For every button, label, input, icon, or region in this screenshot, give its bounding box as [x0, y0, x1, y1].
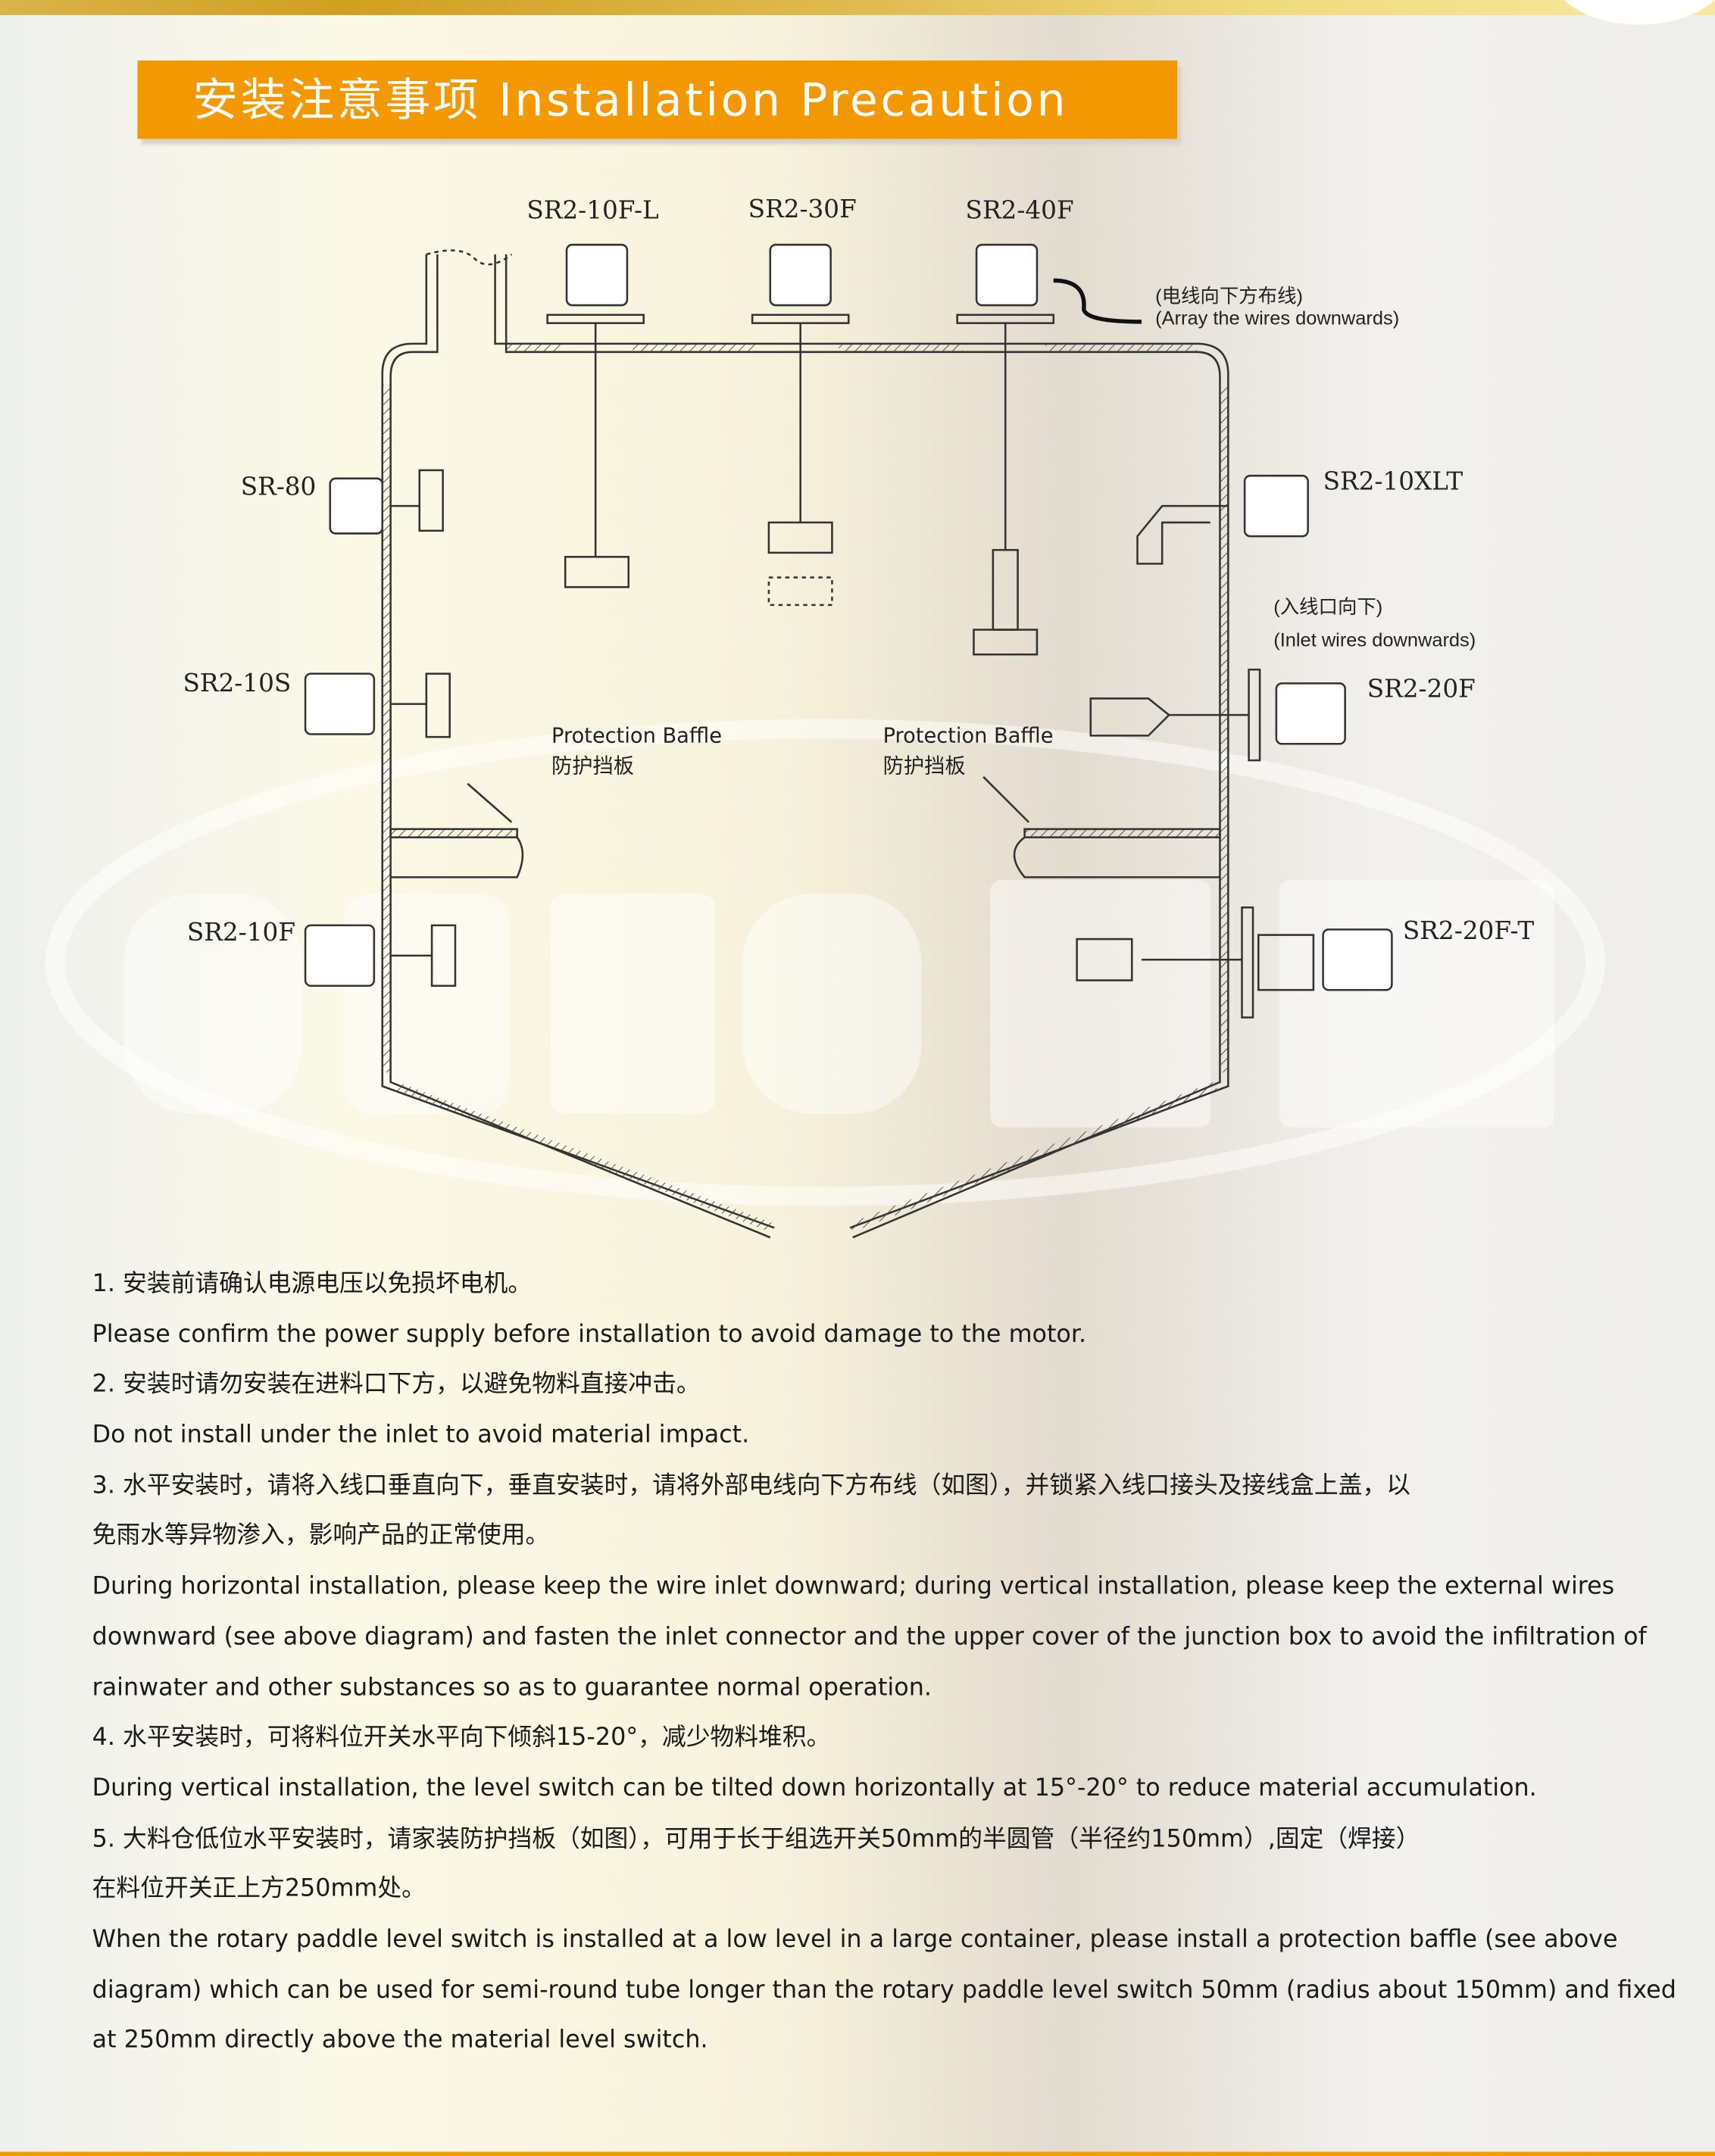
label-sr2-10xlt: SR2-10XLT	[1323, 467, 1464, 497]
note-inlet-en: (Inlet wires downwards)	[1273, 628, 1476, 651]
device-sr2-10xlt	[1136, 474, 1309, 565]
note-wires-cn: (电线向下方布线)	[1155, 284, 1303, 307]
instruction-line: When the rotary paddle level switch is i…	[92, 1926, 1618, 1954]
note-wires-en: (Array the wires downwards)	[1155, 306, 1400, 329]
instruction-line: 1. 安装前请确认电源电压以免损坏电机。	[92, 1270, 533, 1298]
instruction-line: at 250mm directly above the material lev…	[92, 2027, 708, 2055]
instruction-line: Do not install under the inlet to avoid …	[92, 1421, 750, 1449]
instruction-line: Please confirm the power supply before i…	[92, 1321, 1087, 1349]
label-sr2-10f-l: SR2-10F-L	[526, 196, 659, 226]
device-sr2-30f	[751, 243, 850, 607]
top-band	[0, 0, 1715, 15]
baffle-label-en: Protection Baffle	[882, 723, 1054, 748]
instruction-line: 5. 大料仓低位水平安装时，请家装防护挡板（如图），可用于长于组选开关50mm的…	[92, 1825, 1420, 1853]
device-sr2-10f-l	[546, 243, 645, 588]
label-sr-80: SR-80	[240, 473, 317, 502]
baffle-label-cn: 防护挡板	[882, 753, 966, 778]
note-inlet-cn: (入线口向下)	[1273, 595, 1383, 618]
tank-outline	[381, 249, 1229, 1239]
instruction-line: During horizontal installation, please k…	[92, 1573, 1615, 1601]
label-sr2-10f: SR2-10F	[186, 918, 296, 947]
instruction-line: rainwater and other substances so as to …	[92, 1674, 932, 1702]
instruction-line: 3. 水平安装时，请将入线口垂直向下，垂直安装时，请将外部电线向下方布线（如图）…	[92, 1472, 1410, 1500]
label-sr2-20f: SR2-20F	[1367, 675, 1476, 704]
instruction-line: 免雨水等异物渗入，影响产品的正常使用。	[92, 1522, 550, 1550]
baffle-label-cn: 防护挡板	[551, 753, 635, 778]
instruction-line: During vertical installation, the level …	[92, 1774, 1537, 1803]
instruction-line: downward (see above diagram) and fasten …	[92, 1623, 1647, 1652]
label-sr2-20f-t: SR2-20F-T	[1402, 917, 1535, 947]
label-sr2-10s: SR2-10S	[183, 669, 292, 699]
instruction-line: 4. 水平安装时，可将料位开关水平向下倾斜15-20°，减少物料堆积。	[92, 1724, 831, 1752]
bottom-band	[0, 2151, 1715, 2156]
baffle-left	[389, 782, 524, 878]
device-sr-80	[329, 469, 444, 535]
baffle-right	[982, 775, 1221, 878]
device-sr2-20f-t	[1076, 906, 1393, 1019]
baffle-label-right: Protection Baffle 防护挡板	[883, 720, 1054, 781]
baffle-label-en: Protection Baffle	[551, 723, 722, 748]
baffle-label-left: Protection Baffle 防护挡板	[551, 720, 722, 781]
installation-diagram	[304, 243, 1393, 1239]
device-sr2-20f	[1089, 668, 1346, 762]
label-sr2-40f: SR2-40F	[965, 196, 1074, 226]
device-sr2-10f	[304, 924, 457, 988]
device-sr2-10s	[304, 672, 451, 738]
instruction-line: diagram) which can be used for semi-roun…	[92, 1977, 1676, 2005]
instruction-line: 在料位开关正上方250mm处。	[92, 1875, 426, 1904]
instruction-line: 2. 安装时请勿安装在进料口下方，以避免物料直接冲击。	[92, 1371, 701, 1399]
label-sr2-30f: SR2-30F	[748, 195, 857, 224]
instructions: 1. 安装前请确认电源电压以免损坏电机。 Please confirm the …	[92, 1265, 1688, 2072]
device-sr2-40f	[956, 243, 1142, 656]
page-title: 安装注意事项 Installation Precaution	[137, 60, 1178, 139]
